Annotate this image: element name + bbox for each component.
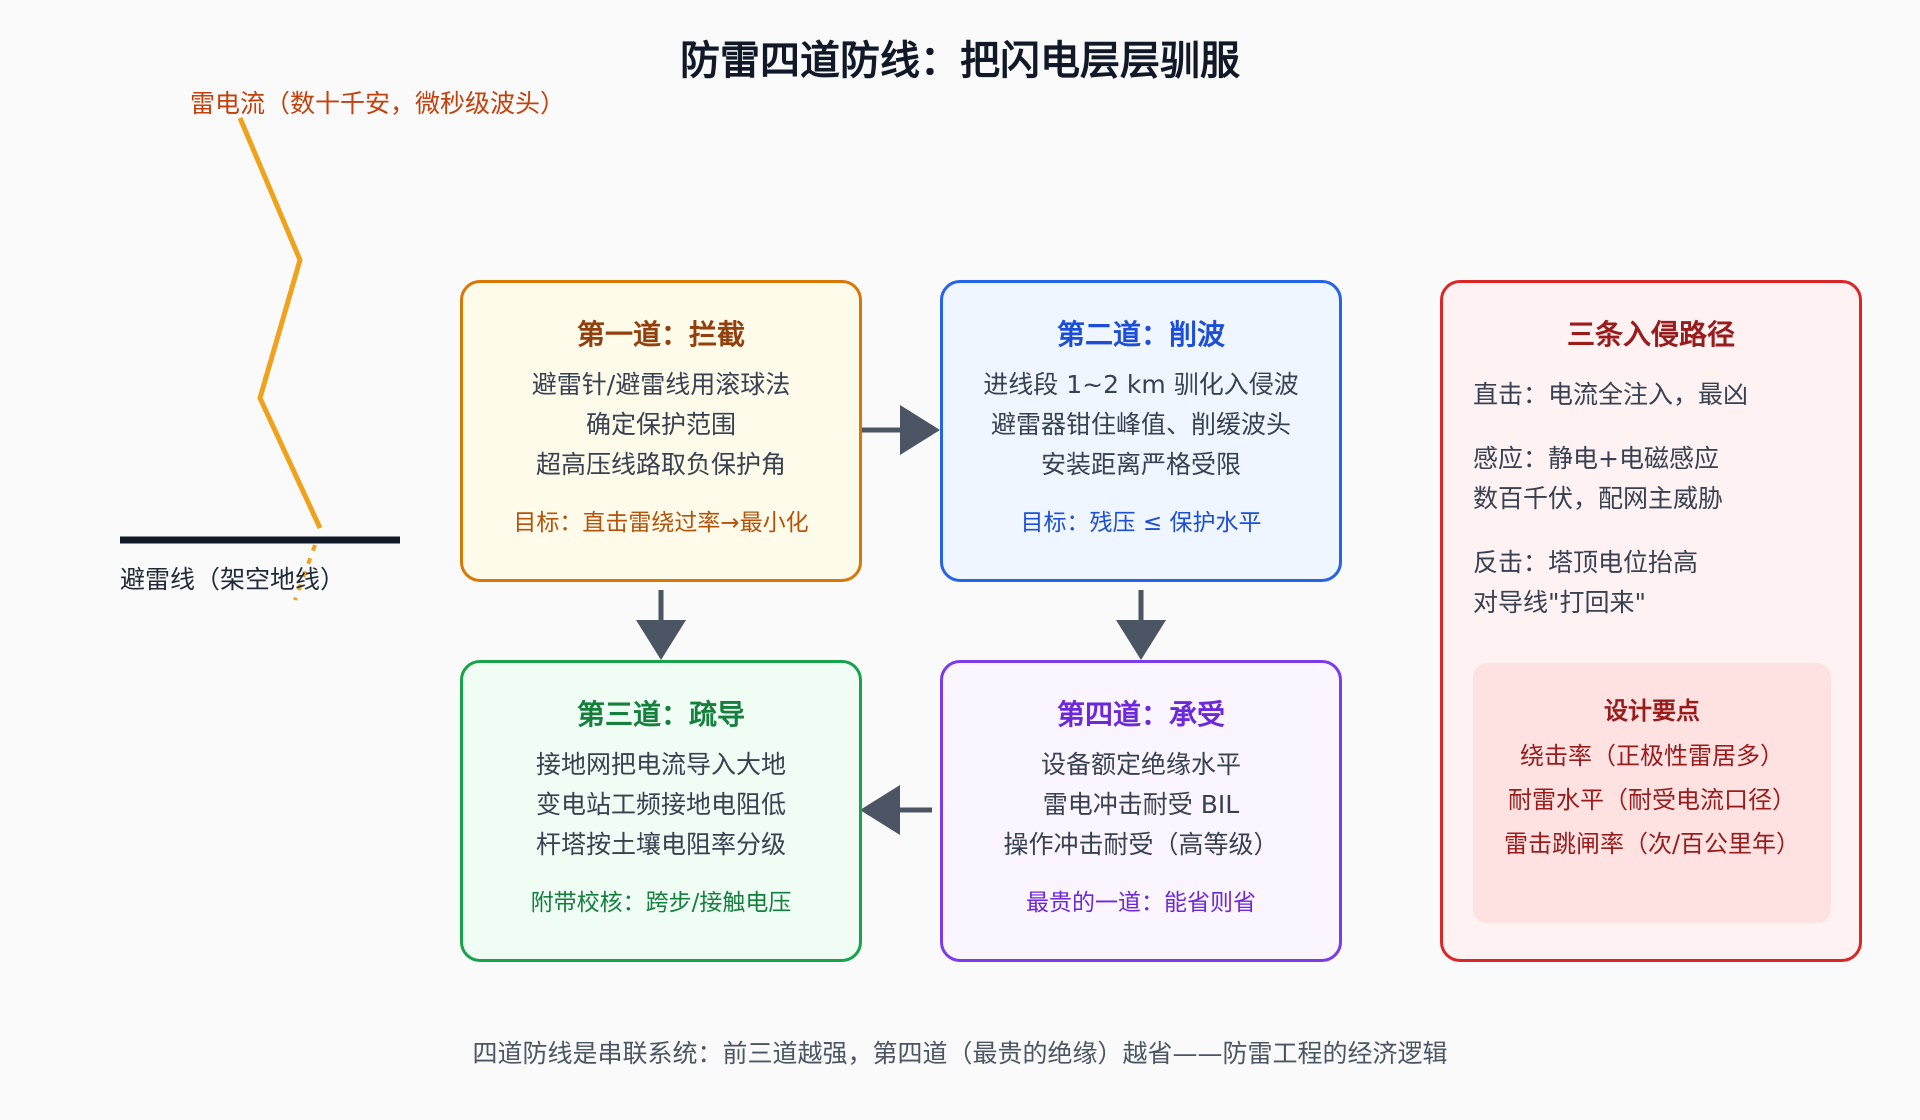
intrusion-paths-panel: 三条入侵路径 直击：电流全注入，最凶 感应：静电+电磁感应 数百千伏，配网主威胁… bbox=[1440, 280, 1862, 962]
path-direct-strike: 直击：电流全注入，最凶 bbox=[1473, 380, 1749, 409]
footer-summary: 四道防线是串联系统：前三道越强，第四道（最贵的绝缘）越省——防雷工程的经济逻辑 bbox=[472, 1039, 1448, 1068]
path-induction-line-1: 感应：静电+电磁感应 bbox=[1473, 444, 1719, 473]
stage-4-line-1: 设备额定绝缘水平 bbox=[1040, 750, 1241, 779]
path-backflash-line-1: 反击：塔顶电位抬高 bbox=[1473, 548, 1699, 577]
stage-2-wave-clipping-box: 第二道：削波 进线段 1~2 km 驯化入侵波 避雷器钳住峰值、削缓波头 安装距… bbox=[940, 280, 1342, 582]
stage-2-title: 第二道：削波 bbox=[1056, 318, 1225, 351]
lightning-tail-icon bbox=[293, 544, 317, 601]
stage-1-goal: 目标：直击雷绕过率→最小化 bbox=[513, 510, 809, 536]
ground-wire-label: 避雷线（架空地线） bbox=[120, 565, 346, 594]
stage-4-goal: 最贵的一道：能省则省 bbox=[1026, 890, 1256, 916]
stage-3-goal: 附带校核：跨步/接触电压 bbox=[530, 890, 792, 916]
stage-3-line-1: 接地网把电流导入大地 bbox=[535, 750, 786, 779]
stage-3-title: 第三道：疏导 bbox=[576, 698, 745, 731]
stage-1-line-3: 超高压线路取负保护角 bbox=[535, 450, 786, 479]
stage-2-goal: 目标：残压 ≤ 保护水平 bbox=[1020, 510, 1262, 536]
lightning-current-label: 雷电流（数十千安，微秒级波头） bbox=[190, 89, 566, 118]
intrusion-paths-title: 三条入侵路径 bbox=[1566, 318, 1735, 351]
stage-4-line-2: 雷电冲击耐受 BIL bbox=[1042, 790, 1240, 819]
stage-1-intercept-box: 第一道：拦截 避雷针/避雷线用滚球法 确定保护范围 超高压线路取负保护角 目标：… bbox=[460, 280, 862, 582]
stage-2-line-1: 进线段 1~2 km 驯化入侵波 bbox=[983, 370, 1299, 399]
design-points-box: 设计要点 绕击率（正极性雷居多） 耐雷水平（耐受电流口径） 雷击跳闸率（次/百公… bbox=[1473, 663, 1831, 923]
stage-4-withstand-box: 第四道：承受 设备额定绝缘水平 雷电冲击耐受 BIL 操作冲击耐受（高等级） 最… bbox=[940, 660, 1342, 962]
path-induction-line-2: 数百千伏，配网主威胁 bbox=[1473, 484, 1724, 513]
stage-2-line-3: 安装距离严格受限 bbox=[1040, 450, 1241, 479]
design-points-title: 设计要点 bbox=[1604, 697, 1700, 725]
stage-3-line-2: 变电站工频接地电阻低 bbox=[535, 790, 786, 819]
stage-2-line-2: 避雷器钳住峰值、削缓波头 bbox=[990, 410, 1291, 439]
stage-1-line-1: 避雷针/避雷线用滚球法 bbox=[531, 370, 791, 399]
stage-1-line-2: 确定保护范围 bbox=[585, 410, 736, 439]
design-point-2: 耐雷水平（耐受电流口径） bbox=[1508, 786, 1796, 814]
stage-1-title: 第一道：拦截 bbox=[576, 318, 745, 351]
stage-3-grounding-box: 第三道：疏导 接地网把电流导入大地 变电站工频接地电阻低 杆塔按土壤电阻率分级 … bbox=[460, 660, 862, 962]
design-point-3: 雷击跳闸率（次/百公里年） bbox=[1503, 830, 1801, 858]
page-title: 防雷四道防线：把闪电层层驯服 bbox=[680, 38, 1240, 84]
stage-4-line-3: 操作冲击耐受（高等级） bbox=[1003, 830, 1279, 859]
path-backflash-line-2: 对导线"打回来" bbox=[1473, 588, 1646, 617]
lightning-bolt-icon bbox=[237, 117, 323, 530]
design-point-1: 绕击率（正极性雷居多） bbox=[1520, 742, 1784, 770]
stage-4-title: 第四道：承受 bbox=[1056, 698, 1225, 731]
stage-3-line-3: 杆塔按土壤电阻率分级 bbox=[535, 830, 786, 859]
